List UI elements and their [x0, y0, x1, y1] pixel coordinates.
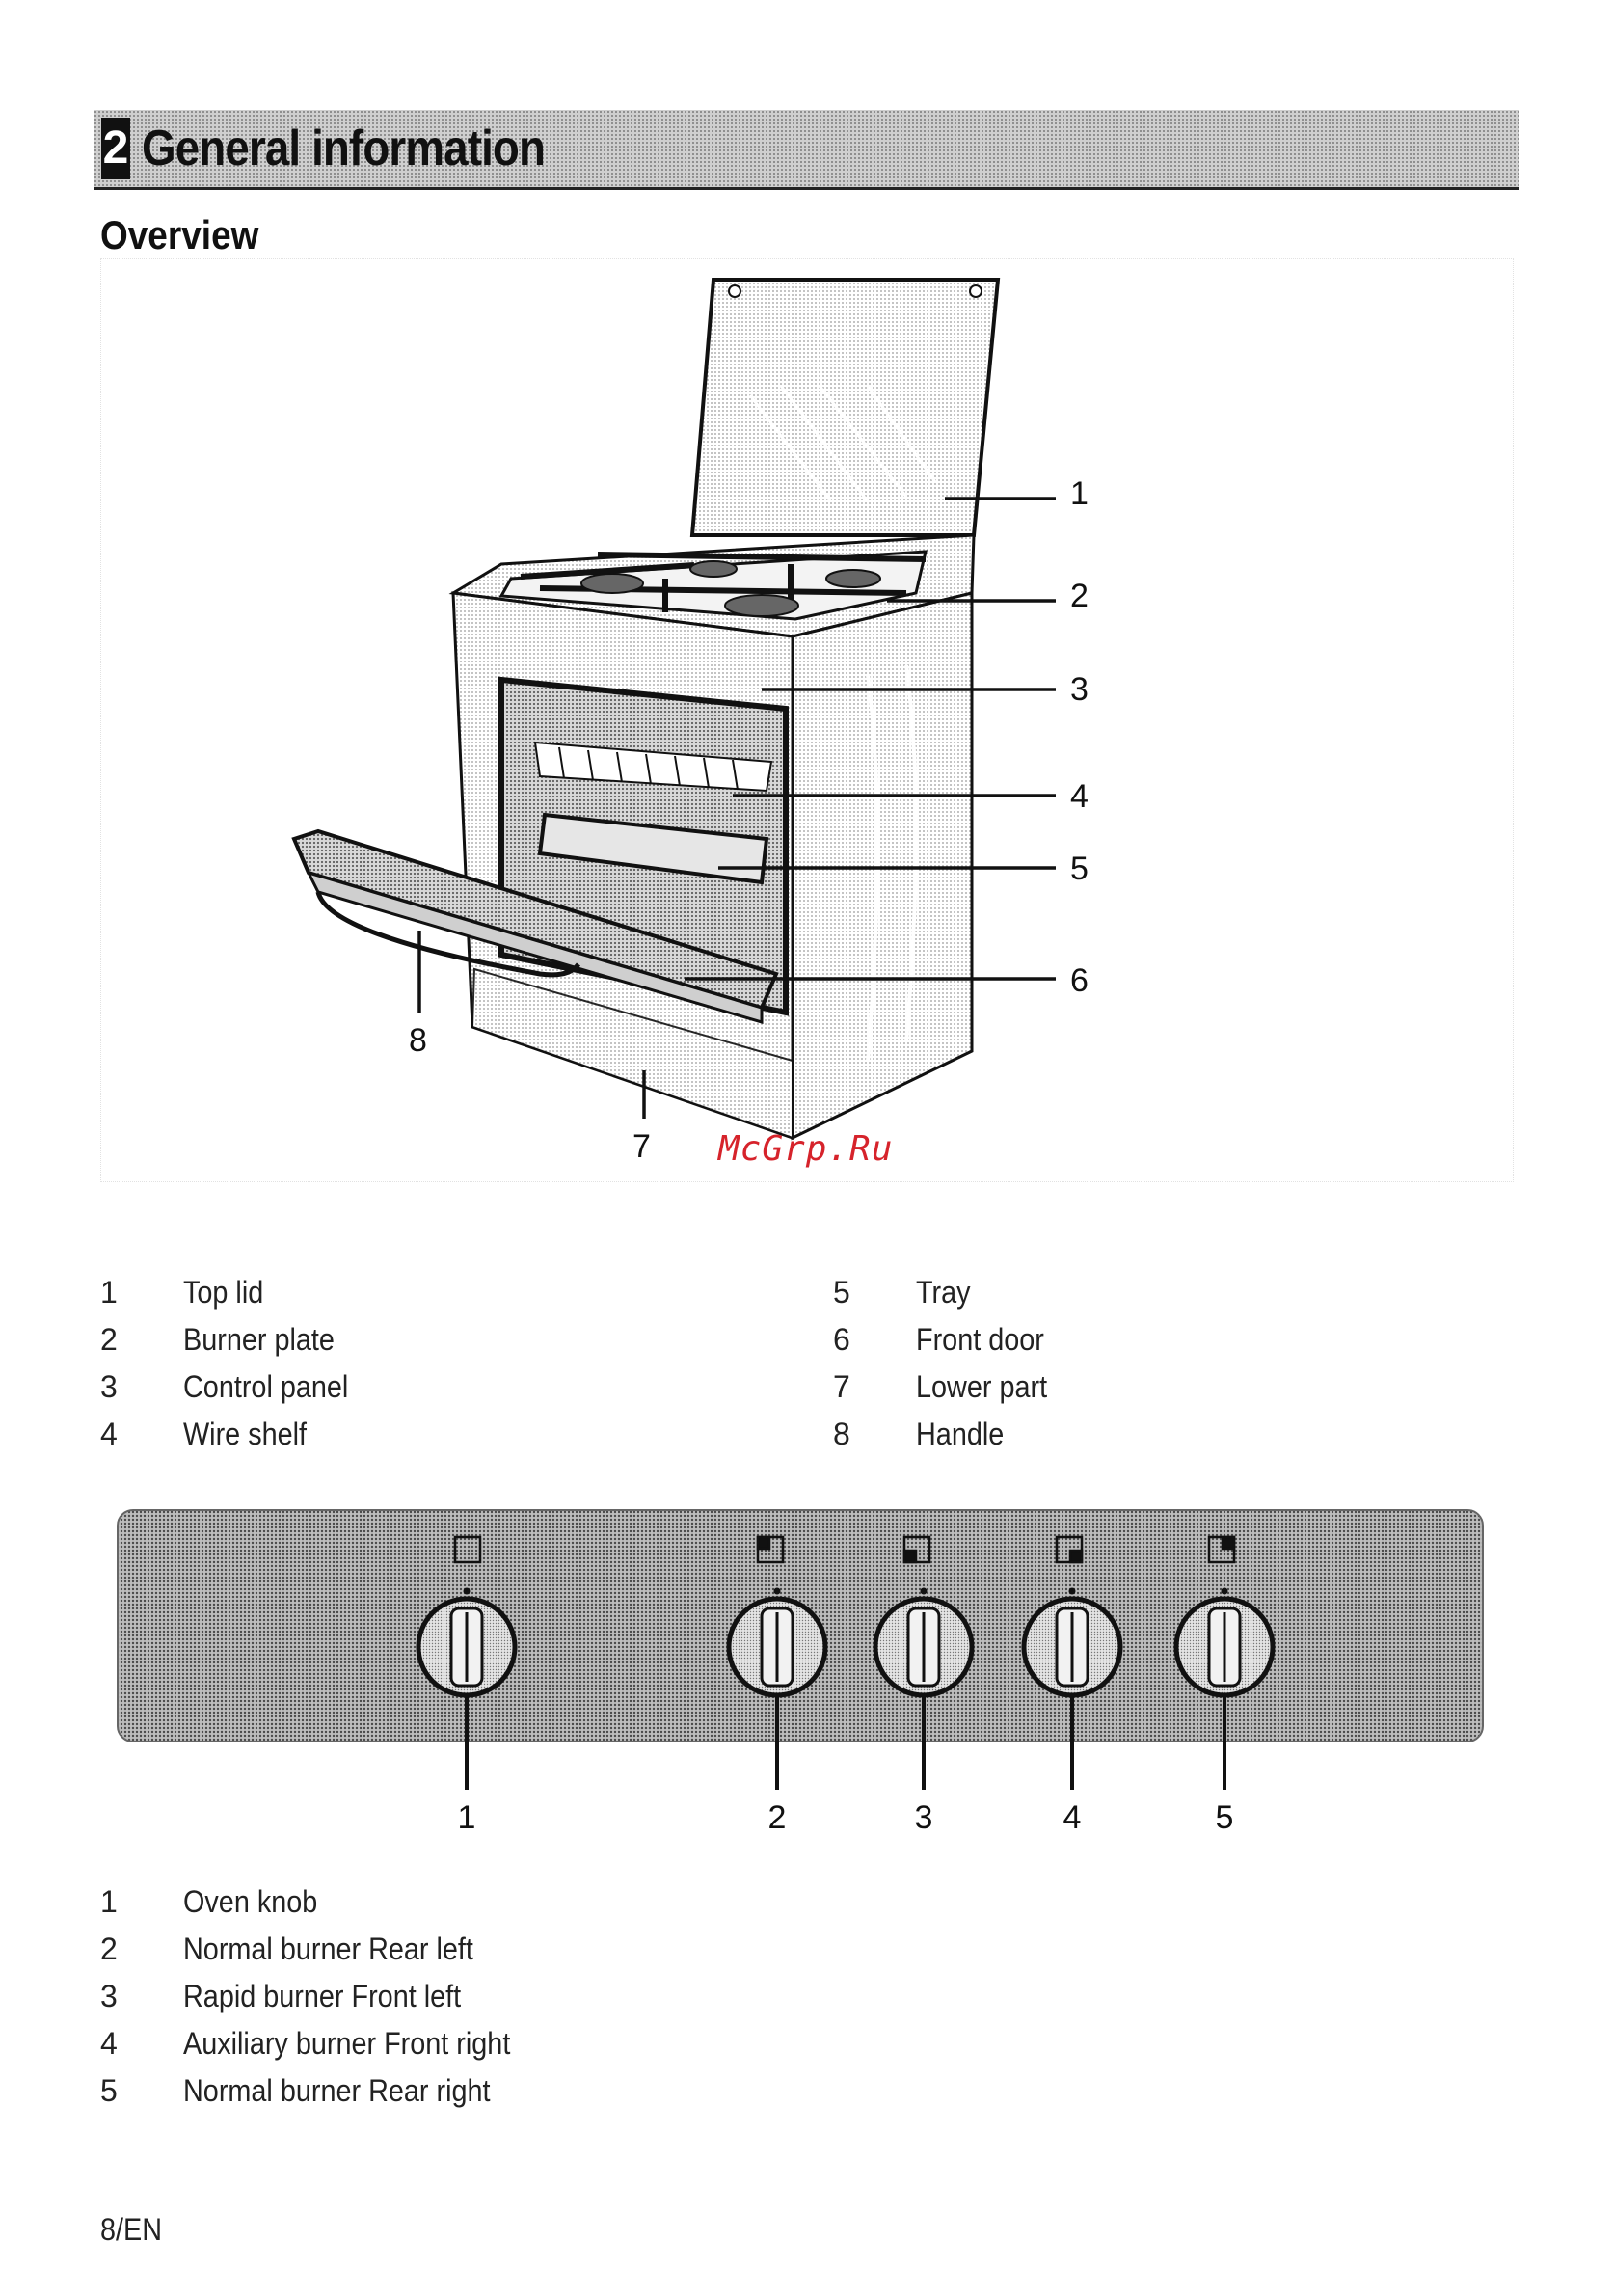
panel-callouts: 1 2 3 4 5 [458, 1799, 1234, 1836]
control-panel-illustration: 1 2 3 4 5 [0, 1495, 1614, 1842]
callout-2: 2 [1070, 578, 1089, 614]
legend-number: 4 [100, 1411, 118, 1457]
legend-label: Rapid burner Front left [183, 1973, 461, 2019]
legend-number: 5 [100, 2067, 118, 2114]
panel-callout-3: 3 [915, 1799, 933, 1836]
legend-number: 7 [833, 1364, 850, 1410]
panel-callout-1: 1 [458, 1799, 476, 1836]
cooker-body-side [793, 593, 972, 1138]
legend-number: 1 [100, 1878, 118, 1925]
legend-number: 4 [100, 2020, 118, 2066]
callout-3: 3 [1070, 671, 1089, 708]
page-number: 8/EN [100, 2208, 162, 2251]
legend-label: Normal burner Rear right [183, 2067, 491, 2114]
panel-callout-5: 5 [1216, 1799, 1234, 1836]
legend-number: 2 [100, 1316, 118, 1363]
legend-label: Top lid [183, 1269, 263, 1315]
callout-8: 8 [409, 1022, 427, 1059]
panel-callout-4: 4 [1063, 1799, 1082, 1836]
legend-number: 8 [833, 1411, 850, 1457]
legend-label: Tray [916, 1269, 971, 1315]
legend-number: 6 [833, 1316, 850, 1363]
legend-label: Lower part [916, 1364, 1047, 1410]
legend-number: 3 [100, 1973, 118, 2019]
callout-5: 5 [1070, 851, 1089, 887]
legend-label: Burner plate [183, 1316, 335, 1363]
legend-label: Oven knob [183, 1878, 317, 1925]
legend-label: Control panel [183, 1364, 348, 1410]
cooker-illustration: 1 2 3 4 5 6 8 7 [0, 0, 1614, 1196]
callout-4: 4 [1070, 778, 1089, 815]
legend-label: Front door [916, 1316, 1044, 1363]
callout-6: 6 [1070, 962, 1089, 999]
callout-1: 1 [1070, 475, 1089, 512]
watermark: McGrp.Ru [718, 1128, 893, 1171]
legend-label: Wire shelf [183, 1411, 307, 1457]
panel-callout-2: 2 [768, 1799, 787, 1836]
legend-label: Normal burner Rear left [183, 1926, 473, 1972]
legend-number: 5 [833, 1269, 850, 1315]
legend-number: 1 [100, 1269, 118, 1315]
legend-label: Handle [916, 1411, 1004, 1457]
legend-label: Auxiliary burner Front right [183, 2020, 510, 2066]
legend-number: 2 [100, 1926, 118, 1972]
callout-7: 7 [632, 1128, 651, 1165]
legend-number: 3 [100, 1364, 118, 1410]
